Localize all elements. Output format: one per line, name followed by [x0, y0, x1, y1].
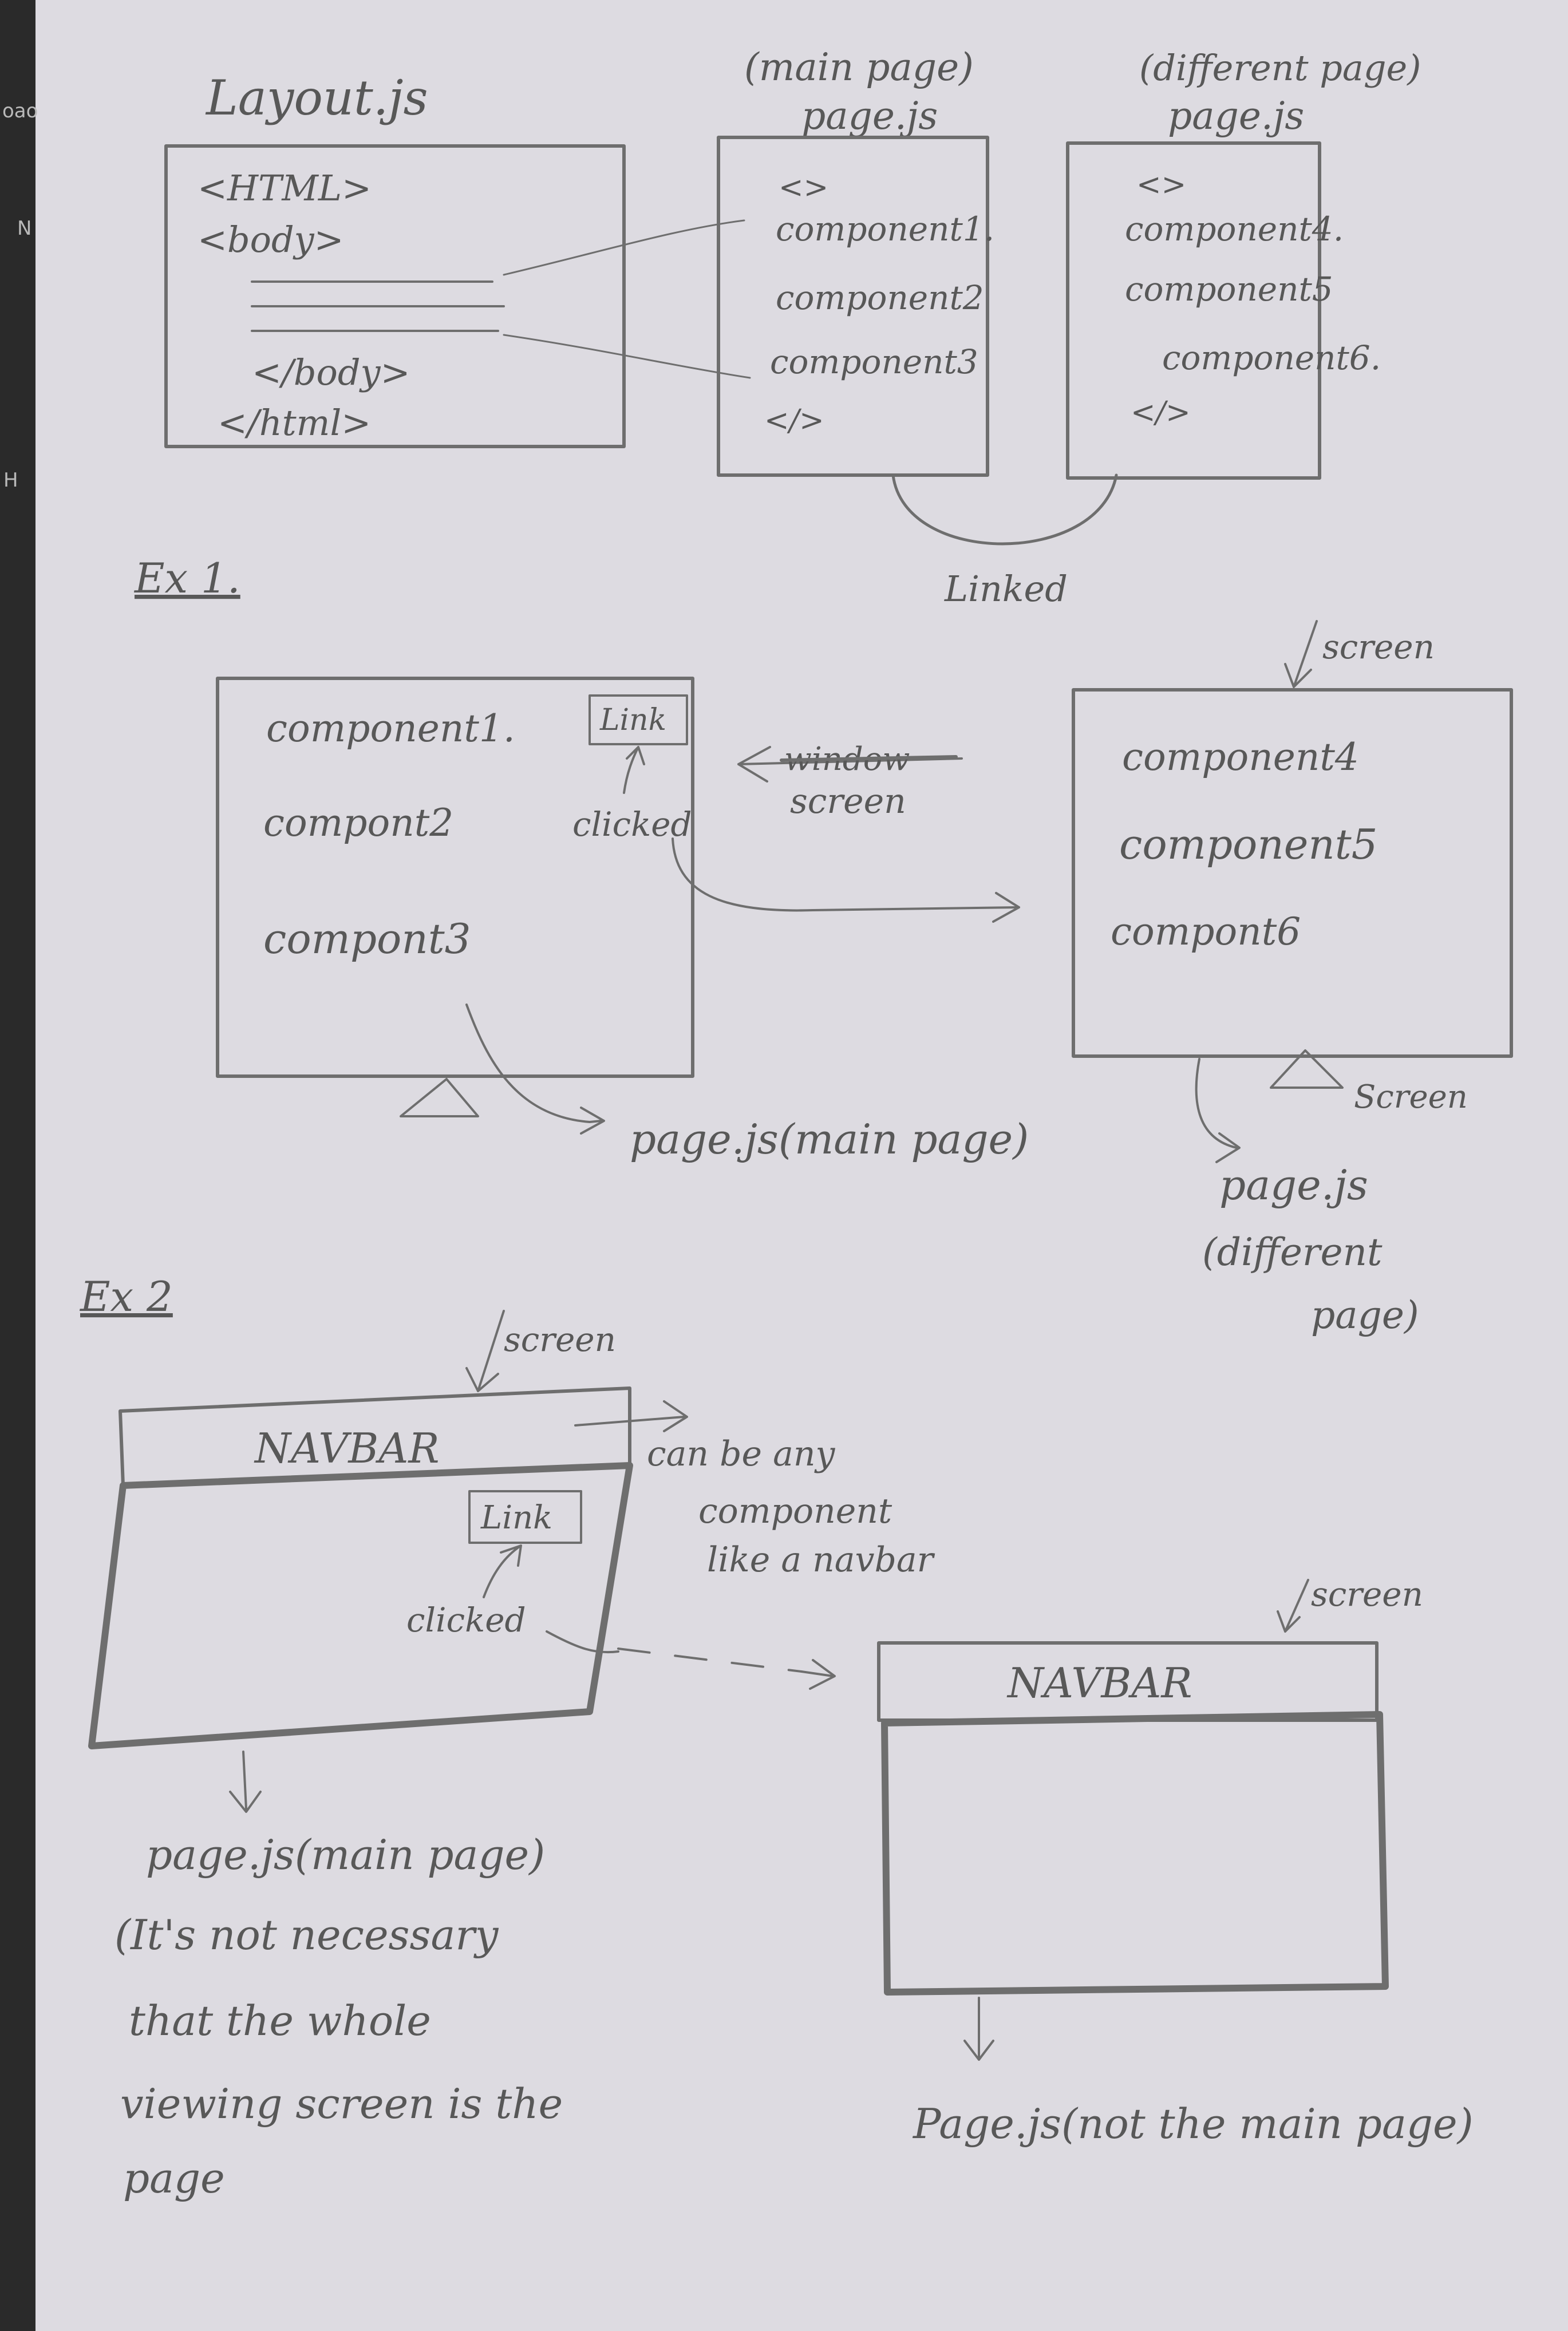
ex1-strike-line [780, 755, 958, 762]
ex1-screen-label: screen [790, 781, 906, 821]
ex2-left-caption: that the whole [129, 1997, 431, 2045]
ex1-right-item: component5 [1119, 820, 1377, 868]
ex1-right-screen-stand [1270, 1049, 1344, 1089]
ex1-main-caption: page.js(main page) [630, 1115, 1029, 1163]
main-page-heading: (main page) [744, 45, 974, 89]
ex2-left-content-area [88, 1462, 633, 1749]
ex2-click-arrow [483, 1544, 522, 1598]
ex1-right-screen [1072, 688, 1513, 1058]
ex2-left-screen-pointer [465, 1310, 505, 1392]
ex1-right-caption-arrow [1195, 1058, 1241, 1163]
notebook-page [35, 0, 1568, 2331]
different-page-line: </> [1131, 396, 1191, 430]
ex2-left-caption: (It's not necessary [114, 1911, 499, 1959]
ex2-navigate-dashes [617, 1647, 803, 1673]
ex2-right-navbar-label: NAVBAR [1006, 1659, 1192, 1707]
ex2-navigate-arrowhead [800, 1659, 836, 1690]
linked-label: Linked [944, 568, 1068, 610]
different-page-heading: (different page) [1139, 47, 1421, 89]
ex1-right-bottom-screen-label: Screen [1354, 1078, 1468, 1116]
linked-arc [891, 473, 1118, 546]
layout-line: <body> [198, 219, 344, 260]
layout-line: </html> [218, 402, 371, 444]
ex2-right-caption-arrow [963, 1997, 994, 2061]
different-page-line: component5 [1125, 270, 1333, 309]
edge-fragment: H [3, 469, 18, 492]
different-page-box [1066, 141, 1321, 480]
ex2-label: Ex 2 [79, 1273, 173, 1321]
ex1-label: Ex 1. [133, 554, 240, 602]
ex1-link-label: Link [599, 703, 666, 737]
ex2-note-line: component [698, 1491, 892, 1531]
edge-fragment: oao [2, 100, 38, 123]
different-page-heading: page.js [1168, 94, 1304, 138]
ex1-right-item: component4 [1122, 735, 1359, 779]
ex2-note-line: like a navbar [707, 1540, 935, 1580]
ex1-left-item: compont2 [263, 801, 453, 845]
ex1-right-caption: (different [1202, 1230, 1383, 1274]
ex2-clicked-label: clicked [406, 1601, 526, 1639]
ex2-link-label: Link [480, 1499, 552, 1536]
layout-line: <HTML> [198, 167, 372, 209]
ex1-link-box [589, 694, 688, 745]
ex1-left-item: component1. [266, 706, 515, 750]
ex2-navigate-arrow [546, 1630, 619, 1654]
ex2-left-screen-label: screen [504, 1320, 616, 1359]
ex1-click-arrow [623, 746, 645, 794]
layout-line: </body> [252, 351, 410, 393]
ex2-note-arrow [574, 1400, 688, 1432]
ex1-right-screen-label: screen [1322, 627, 1435, 666]
ex2-left-caption: page [123, 2154, 225, 2202]
main-page-line: </> [764, 404, 824, 438]
ex2-left-caption: page.js(main page) [146, 1831, 545, 1879]
edge-fragment: N [17, 217, 31, 240]
ex1-clicked-label: clicked [572, 805, 692, 844]
ex1-left-item: compont3 [263, 915, 471, 963]
ex2-right-screen-label: screen [1311, 1575, 1423, 1614]
ex1-left-screen [216, 677, 694, 1078]
main-page-heading: page.js [801, 94, 938, 138]
ex1-screen-arrow [737, 746, 963, 783]
ex1-right-screen-pointer [1284, 620, 1318, 688]
ex2-right-content-area [881, 1711, 1389, 1996]
different-page-line: component6. [1162, 338, 1381, 377]
ex1-caption-arrow [465, 1003, 605, 1135]
layout-box [164, 144, 626, 448]
main-page-box [717, 136, 989, 477]
ex2-left-caption: viewing screen is the [120, 2080, 563, 2128]
layout-title: Layout.js [205, 70, 428, 126]
different-page-line: <> [1136, 168, 1186, 202]
ex2-note-line: can be any [647, 1434, 835, 1474]
ex1-navigate-arrow [672, 837, 1020, 923]
main-page-line: <> [779, 171, 828, 205]
ex1-right-caption: page) [1311, 1293, 1419, 1337]
main-page-line: component3 [770, 342, 978, 381]
ex1-right-caption: page.js [1219, 1161, 1368, 1209]
ex2-right-caption: Page.js(not the main page) [912, 2100, 1474, 2148]
connector-line [503, 219, 745, 276]
ex2-left-navbar-label: NAVBAR [254, 1424, 440, 1472]
main-page-line: component2 [776, 278, 984, 317]
connector-line [503, 334, 751, 379]
ex1-screen-stand [400, 1078, 479, 1117]
main-page-line: component1. [776, 210, 994, 248]
ex2-right-screen-pointer [1277, 1579, 1309, 1633]
ex2-link-box [468, 1490, 582, 1544]
ex1-right-item: compont6 [1111, 910, 1301, 954]
different-page-line: component4. [1125, 210, 1344, 248]
ex2-left-caption-arrow [229, 1751, 262, 1813]
